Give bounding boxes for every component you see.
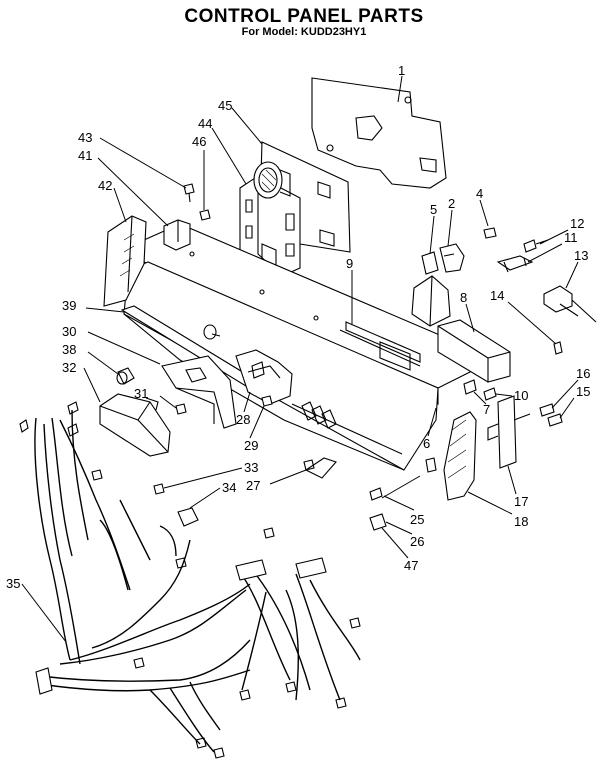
page-title: CONTROL PANEL PARTS <box>184 6 424 27</box>
part-7-screw <box>463 379 477 395</box>
part-25-screw <box>369 487 383 501</box>
part-17-bracket <box>487 395 531 469</box>
callout-46: 46 <box>192 134 206 149</box>
part-18-end-cap-right <box>443 411 477 501</box>
callout-38: 38 <box>62 342 76 357</box>
callout-13: 13 <box>574 248 588 263</box>
part-16-screw <box>539 403 555 417</box>
callout-30: 30 <box>62 324 76 339</box>
part-1-control-board <box>311 77 447 189</box>
part-42-end-cap-left <box>103 215 147 307</box>
callout-31: 31 <box>134 386 148 401</box>
part-29-screw <box>261 395 273 407</box>
callout-9: 9 <box>346 256 353 271</box>
callout-43: 43 <box>78 130 92 145</box>
part-41-bracket <box>163 219 191 251</box>
callout-42: 42 <box>98 178 112 193</box>
callout-45: 45 <box>218 98 232 113</box>
callout-8: 8 <box>460 290 467 305</box>
callout-27: 27 <box>246 478 260 493</box>
callout-14: 14 <box>490 288 504 303</box>
callout-28: 28 <box>236 412 250 427</box>
callout-39: 39 <box>62 298 76 313</box>
part-32-dispenser <box>99 393 171 457</box>
callout-47: 47 <box>404 558 418 573</box>
callout-6: 6 <box>423 436 430 451</box>
part-14-pin <box>553 341 563 355</box>
callout-11: 11 <box>564 230 578 245</box>
part-2-switch <box>439 243 465 273</box>
console-buttons <box>301 401 337 429</box>
callout-35: 35 <box>6 576 20 591</box>
callout-2: 2 <box>448 196 455 211</box>
part-5-switch <box>411 251 451 327</box>
part-27-button <box>304 457 337 479</box>
callout-26: 26 <box>410 534 424 549</box>
part-11-clip <box>496 255 534 273</box>
callout-44: 44 <box>198 116 212 131</box>
leader-lines <box>21 75 579 643</box>
callout-15: 15 <box>576 384 590 399</box>
callout-labels: 1 2 4 5 6 7 8 9 10 11 12 13 14 15 16 17 … <box>6 63 590 591</box>
callout-25: 25 <box>410 512 424 527</box>
callout-5: 5 <box>430 202 437 217</box>
part-47-clip <box>369 513 387 531</box>
part-4-screw <box>483 227 497 239</box>
part-28-connector <box>235 349 293 405</box>
part-31-screw <box>175 403 187 415</box>
callout-18: 18 <box>514 514 528 529</box>
part-6-clip <box>425 457 437 473</box>
callout-1: 1 <box>398 63 405 78</box>
callout-10: 10 <box>514 388 528 403</box>
callout-33: 33 <box>244 460 258 475</box>
part-34-bracket <box>177 507 199 527</box>
model-subtitle: For Model: KUDD23HY1 <box>241 26 367 38</box>
part-31-bracket <box>161 355 237 429</box>
part-35-wire-harness <box>19 401 361 759</box>
part-10-screw <box>483 387 497 401</box>
part-33-screw <box>153 483 165 495</box>
part-13-lever <box>543 285 597 323</box>
callout-12: 12 <box>570 216 584 231</box>
part-30-lens <box>203 324 217 340</box>
part-38-knob <box>116 367 135 385</box>
callout-17: 17 <box>514 494 528 509</box>
part-46-screw <box>199 209 211 221</box>
callout-32: 32 <box>62 360 76 375</box>
part-15-screw <box>547 413 563 427</box>
callout-29: 29 <box>244 438 258 453</box>
callout-7: 7 <box>483 402 490 417</box>
callout-41: 41 <box>78 148 92 163</box>
part-43-screw <box>183 183 195 203</box>
part-8-block <box>437 319 511 383</box>
callout-4: 4 <box>476 186 483 201</box>
callout-16: 16 <box>576 366 590 381</box>
callout-34: 34 <box>222 480 236 495</box>
part-45-timer-knob <box>253 161 291 199</box>
